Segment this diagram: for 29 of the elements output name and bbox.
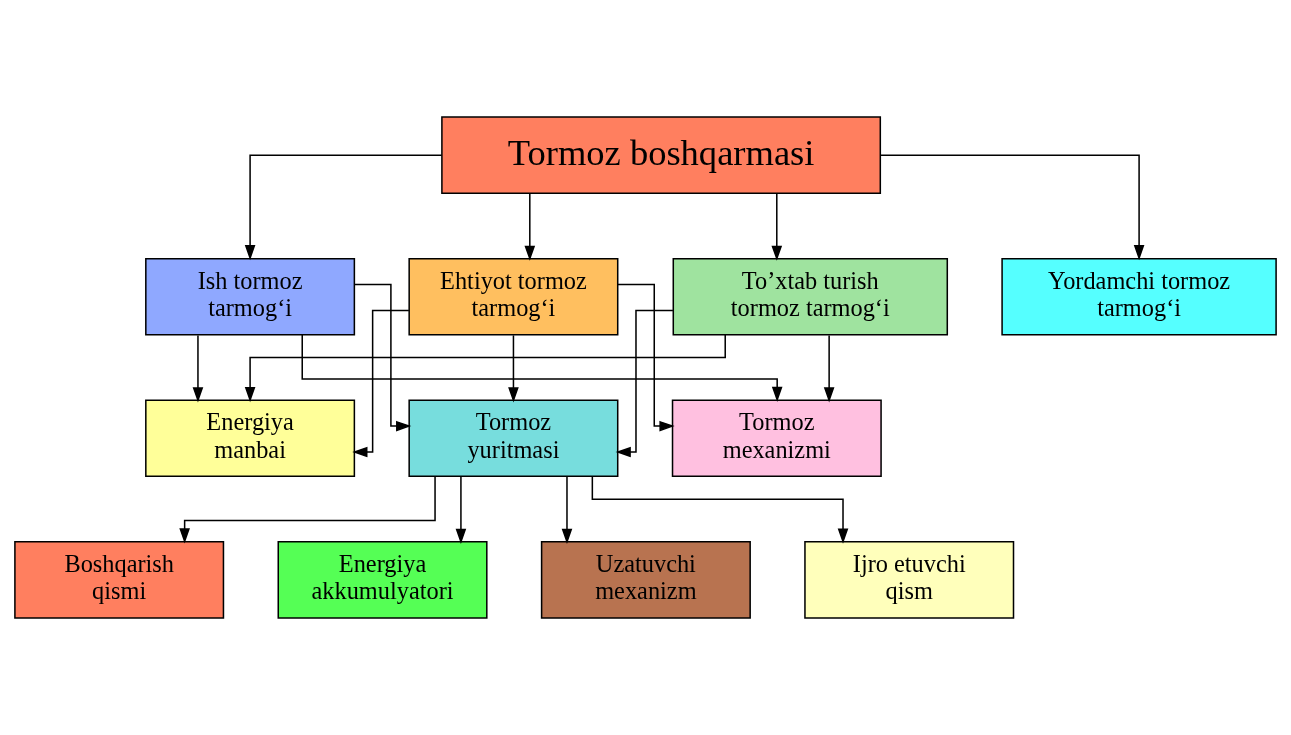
arrow xyxy=(301,334,783,402)
node-box: Uzatuvchi mexanizm xyxy=(540,541,751,619)
arrow xyxy=(561,476,573,544)
node-box: Tormoz boshqarmasi xyxy=(441,116,882,194)
arrow xyxy=(508,334,519,403)
arrow xyxy=(352,309,410,458)
arrow xyxy=(524,193,536,261)
node-box: Ehtiyot tormoz tarmog‘i xyxy=(408,257,619,336)
node-box: Energiya akkumulyatori xyxy=(277,541,488,619)
arrow xyxy=(455,476,467,544)
arrow xyxy=(244,334,726,403)
arrow xyxy=(179,475,436,544)
node-box: Tormoz mexanizmi xyxy=(671,399,882,478)
node-box: To’xtab turish tormoz tarmog‘i xyxy=(672,257,949,336)
arrow xyxy=(823,334,835,403)
node-box: Ijro etuvchi qism xyxy=(804,541,1015,619)
node-box: Ish tormoz tarmog‘i xyxy=(145,257,356,336)
node-box: Yordamchi tormoz tarmog‘i xyxy=(1001,257,1277,336)
arrow xyxy=(591,475,849,544)
arrow xyxy=(244,154,443,261)
node-box: Energiya manbai xyxy=(145,399,356,478)
arrow xyxy=(879,154,1145,261)
node-box: Boshqarish qismi xyxy=(14,541,225,619)
node-box: Tormoz yuritmasi xyxy=(408,399,619,478)
arrow xyxy=(771,193,783,261)
arrow xyxy=(192,334,204,403)
arrow xyxy=(353,283,412,432)
arrow xyxy=(615,309,674,458)
arrow xyxy=(617,283,675,432)
